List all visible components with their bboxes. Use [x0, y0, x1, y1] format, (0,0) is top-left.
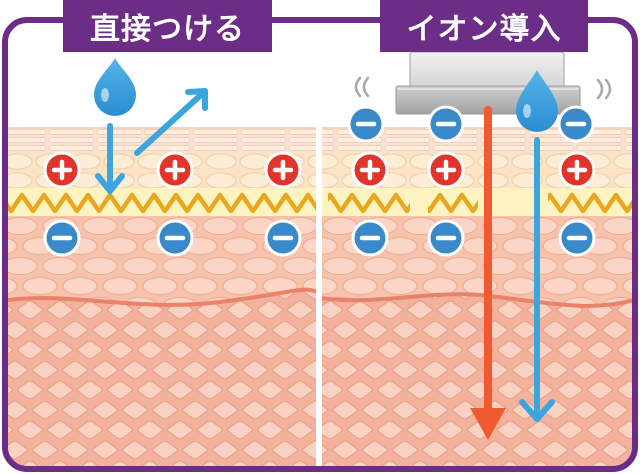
minus-ion-icon	[352, 220, 389, 257]
dermis-left	[8, 289, 318, 466]
frame-border	[2, 17, 638, 472]
plus-ion-icon	[44, 152, 81, 189]
minus-ion-icon	[559, 220, 596, 257]
dermis-boundary-left	[8, 287, 319, 307]
minus-ion-icon	[428, 106, 465, 143]
panel-iontophoresis	[348, 51, 612, 440]
minus-ion-icon	[265, 220, 302, 257]
arrow-down-short	[95, 123, 125, 194]
skin-cross-section	[8, 23, 632, 466]
vibration-icon	[596, 78, 612, 100]
arrow-penetrate-deep	[519, 137, 555, 422]
minus-ion-icon	[558, 106, 595, 143]
water-drop-icon	[94, 58, 136, 116]
panel-divider	[316, 23, 322, 466]
vibration-icon	[354, 76, 370, 98]
minus-ion-icon	[44, 220, 81, 257]
panel-direct	[44, 58, 302, 257]
plus-ion-icon	[352, 152, 389, 189]
barrier-zigzag-right-3	[548, 188, 632, 218]
minus-ion-icon	[348, 106, 385, 143]
minus-ion-icon	[428, 220, 465, 257]
panel-title-iontophoresis: イオン導入	[380, 0, 588, 52]
panel-title-direct: 直接つける	[63, 0, 272, 52]
dermis-right	[320, 294, 632, 466]
plus-ion-icon	[428, 152, 465, 189]
water-drop-icon	[516, 70, 558, 132]
plus-ion-icon	[265, 152, 302, 189]
arrow-current-deep	[470, 106, 506, 440]
arrow-bounce-up	[134, 88, 208, 156]
barrier-zigzag-left	[8, 188, 316, 218]
barrier-zigzag-right-1	[328, 188, 410, 218]
plus-ion-icon	[559, 152, 596, 189]
plus-ion-icon	[157, 152, 194, 189]
minus-ion-icon	[157, 220, 194, 257]
barrier-zigzag-right-2	[428, 188, 478, 218]
